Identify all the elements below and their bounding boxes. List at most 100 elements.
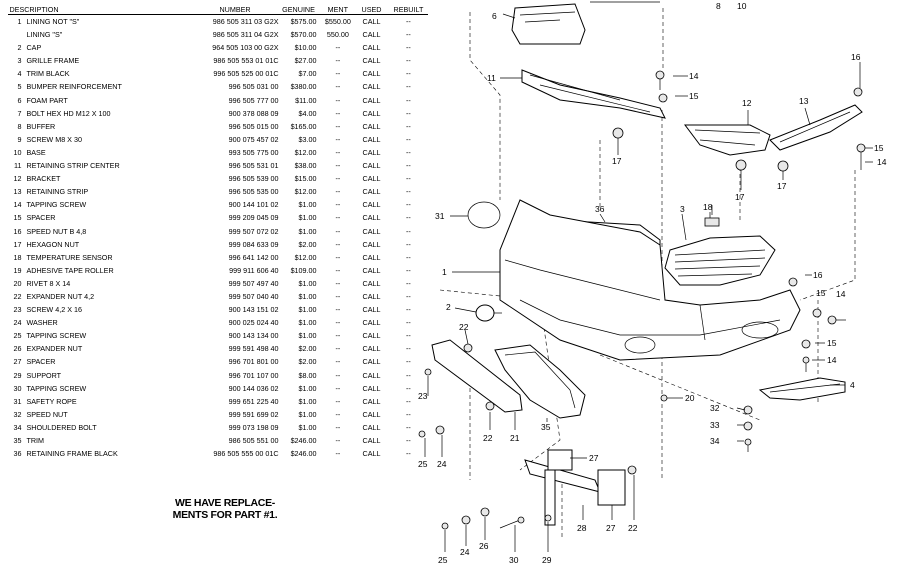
part-21 bbox=[431, 339, 523, 413]
used-price-cell: CALL bbox=[362, 396, 381, 406]
rebuilt-price-cell: -- bbox=[406, 82, 411, 92]
part-number-cell: 999 651 225 40 bbox=[228, 396, 279, 406]
item-number-cell: 19 bbox=[13, 265, 22, 275]
part-number-cell: 996 505 535 00 bbox=[228, 187, 279, 197]
callout-23: 23 bbox=[418, 391, 428, 401]
part-number-cell: 996 505 531 01 bbox=[228, 161, 279, 171]
used-price-cell: CALL bbox=[362, 134, 381, 144]
genuine-price-cell: $1.00 bbox=[298, 396, 317, 406]
replacement-price-cell: -- bbox=[335, 409, 341, 419]
callout-10: 10 bbox=[737, 1, 747, 11]
item-number-cell: 9 bbox=[17, 134, 22, 144]
part-number-cell: 986 505 311 04 G2X bbox=[212, 30, 279, 40]
item-number-cell: 26 bbox=[13, 344, 22, 354]
replacement-price-cell: -- bbox=[335, 108, 341, 118]
genuine-price-cell: $570.00 bbox=[290, 30, 317, 40]
callout-20: 20 bbox=[685, 393, 695, 403]
description-cell: RETAINING FRAME BLACK bbox=[26, 449, 118, 459]
genuine-price-cell: $11.00 bbox=[295, 95, 317, 105]
table-header-row: DESCRIPTION NUMBER GENUINE MENT USED REB… bbox=[8, 5, 428, 15]
genuine-price-cell: $246.00 bbox=[290, 436, 317, 445]
replacement-price-cell: -- bbox=[335, 265, 341, 275]
replacement-price-cell: -- bbox=[335, 213, 341, 223]
callout-31: 31 bbox=[435, 211, 445, 221]
description-cell: SPEED NUT B 4,8 bbox=[26, 226, 87, 236]
rebuilt-price-cell: -- bbox=[406, 17, 411, 26]
genuine-price-cell: $1.00 bbox=[298, 305, 317, 315]
part-number-cell: 986 505 553 01 01C bbox=[213, 56, 279, 66]
genuine-price-cell: $10.00 bbox=[294, 43, 317, 53]
description-cell: SUPPORT bbox=[26, 370, 62, 380]
callout-2: 2 bbox=[446, 302, 451, 312]
rebuilt-price-cell: -- bbox=[406, 383, 411, 393]
rebuilt-price-cell: -- bbox=[406, 252, 411, 262]
replacement-price-cell: -- bbox=[335, 147, 341, 157]
rebuilt-price-cell: -- bbox=[406, 69, 411, 79]
trim-35 bbox=[494, 344, 586, 419]
replacement-price-cell: -- bbox=[335, 331, 341, 341]
rebuilt-price-cell: -- bbox=[406, 239, 411, 249]
callout-1: 1 bbox=[442, 267, 447, 277]
replacement-price-cell: -- bbox=[335, 278, 341, 288]
part-number-cell: 999 911 606 40 bbox=[229, 265, 279, 275]
description-cell: SHOULDERED BOLT bbox=[26, 422, 97, 432]
description-cell: TEMPERATURE SENSOR bbox=[26, 252, 113, 262]
rebuilt-price-cell: -- bbox=[406, 121, 411, 131]
description-cell: SPACER bbox=[26, 357, 56, 367]
used-price-cell: CALL bbox=[362, 200, 381, 210]
item-number-cell: 16 bbox=[13, 226, 22, 236]
rebuilt-price-cell: -- bbox=[406, 422, 411, 432]
used-price-cell: CALL bbox=[362, 69, 381, 79]
replacement-price-cell: -- bbox=[335, 121, 341, 131]
genuine-price-cell: $246.00 bbox=[290, 449, 317, 459]
description-cell: LINING NOT "S" bbox=[26, 17, 80, 26]
item-number-cell: 36 bbox=[13, 449, 22, 459]
part-number-cell: 999 209 045 09 bbox=[228, 213, 279, 223]
genuine-price-cell: $12.00 bbox=[294, 252, 317, 262]
description-cell: SCREW 4,2 X 16 bbox=[26, 305, 82, 315]
genuine-price-cell: $1.00 bbox=[298, 213, 317, 223]
replacement-price-cell: -- bbox=[335, 344, 341, 354]
callout-24a: 24 bbox=[437, 459, 447, 469]
part-number-cell: 900 378 088 09 bbox=[228, 108, 279, 118]
genuine-price-cell: $15.00 bbox=[294, 174, 317, 184]
rebuilt-price-cell: -- bbox=[406, 291, 411, 301]
rebuilt-price-cell: -- bbox=[406, 174, 411, 184]
part-number-cell: 986 505 551 00 bbox=[228, 436, 279, 445]
item-number-cell: 32 bbox=[13, 409, 22, 419]
description-cell: TAPPING SCREW bbox=[26, 383, 87, 393]
parts-price-table: DESCRIPTION NUMBER GENUINE MENT USED REB… bbox=[8, 5, 428, 460]
used-price-cell: CALL bbox=[362, 436, 381, 445]
callout-27a: 27 bbox=[589, 453, 599, 463]
item-number-cell: 3 bbox=[17, 56, 22, 66]
description-cell: SAFETY ROPE bbox=[26, 396, 77, 406]
part-number-cell: 964 505 103 00 G2X bbox=[212, 43, 279, 53]
genuine-price-cell: $38.00 bbox=[294, 161, 317, 171]
rebuilt-price-cell: -- bbox=[406, 278, 411, 288]
callout-14a: 14 bbox=[689, 71, 699, 81]
genuine-price-cell: $8.00 bbox=[298, 370, 317, 380]
replacement-price-cell: -- bbox=[335, 357, 341, 367]
callout-leaders bbox=[424, 13, 873, 552]
rebuilt-price-cell: -- bbox=[406, 331, 411, 341]
rebuilt-price-cell: -- bbox=[406, 449, 411, 459]
genuine-price-cell: $3.00 bbox=[298, 134, 317, 144]
used-price-cell: CALL bbox=[362, 331, 381, 341]
part-number-cell: 900 075 457 02 bbox=[228, 134, 279, 144]
rebuilt-price-cell: -- bbox=[406, 43, 411, 53]
rebuilt-price-cell: -- bbox=[406, 226, 411, 236]
rebuilt-price-cell: -- bbox=[406, 200, 411, 210]
description-cell: RETAINING STRIP bbox=[26, 187, 89, 197]
item-number-cell: 35 bbox=[13, 436, 22, 445]
replacement-price-cell: $550.00 bbox=[324, 17, 351, 26]
